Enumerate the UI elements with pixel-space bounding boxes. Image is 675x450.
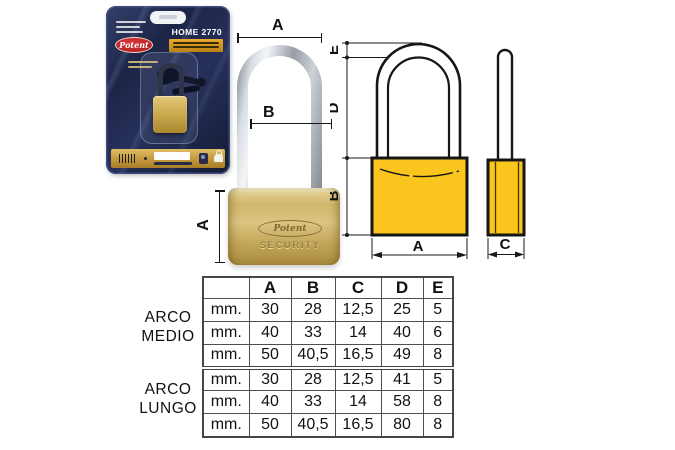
value-cell: 12,5: [334, 365, 382, 391]
mini-padlock-body: [153, 96, 187, 133]
label-area: [154, 152, 190, 160]
brand-logo: Potent: [115, 37, 153, 53]
value-cell: 25: [380, 298, 424, 322]
value-cell: 16,5: [334, 344, 382, 368]
header-cell: B: [290, 276, 336, 299]
value-cell: 5: [422, 298, 454, 322]
photo-shackle-hole: [248, 56, 311, 195]
fine-print-lines: [116, 21, 146, 36]
dim-label-a-top: A: [272, 17, 284, 34]
unit-cell: mm.: [202, 390, 250, 414]
value-cell: 30: [248, 365, 292, 391]
dim-line-a-side: [215, 190, 225, 263]
dim-label-b: B: [263, 104, 275, 121]
model-label: HOME 2770: [171, 27, 222, 37]
side-view-drawing: C: [486, 48, 526, 259]
section-label-arco-medio: ARCO MEDIO: [141, 309, 195, 346]
front-view-drawing: E D B A: [330, 41, 469, 259]
dot-icon: [144, 157, 147, 160]
header-cell: C: [334, 276, 382, 299]
drawn-shackle-inner: [386, 56, 451, 159]
unit-cell: mm.: [202, 365, 250, 391]
value-cell: 40: [248, 390, 292, 414]
hang-tab: [150, 11, 186, 24]
value-cell: 6: [422, 321, 454, 345]
unit-cell: mm.: [202, 344, 250, 368]
value-cell: 40,5: [290, 344, 336, 368]
value-cell: 30: [248, 298, 292, 322]
dim-label-a-side: A: [194, 219, 212, 231]
mini-padlock-shackle: [158, 63, 184, 100]
dim-label-a: A: [413, 238, 424, 255]
header-cell: A: [248, 276, 292, 299]
value-cell: 5: [422, 365, 454, 391]
unit-cell: mm.: [202, 413, 250, 437]
value-cell: 41: [380, 365, 424, 391]
value-cell: 8: [422, 413, 454, 437]
value-cell: 40,5: [290, 413, 336, 437]
info-box: [169, 39, 223, 52]
value-cell: 80: [380, 413, 424, 437]
barcode-icon: [119, 154, 135, 163]
value-cell: 14: [334, 390, 382, 414]
value-cell: 14: [334, 321, 382, 345]
value-cell: 28: [290, 298, 336, 322]
dim-label-c: C: [500, 236, 511, 253]
value-cell: 33: [290, 390, 336, 414]
table-header-row: A B C D E: [202, 276, 454, 299]
padlock-icon: [199, 153, 208, 164]
bell-icon: [214, 150, 223, 162]
photo-security-text: SECURITY: [259, 240, 321, 251]
card-bottom-strip: [111, 149, 225, 168]
value-cell: 33: [290, 321, 336, 345]
value-cell: 8: [422, 390, 454, 414]
dim-line-b: [250, 119, 332, 129]
unit-cell: mm.: [202, 321, 250, 345]
header-cell: E: [422, 276, 454, 299]
dim-label-b: B: [330, 190, 342, 201]
value-cell: 40: [248, 321, 292, 345]
drawn-body: [370, 156, 469, 237]
value-cell: 49: [380, 344, 424, 368]
value-cell: 50: [248, 344, 292, 368]
package-card: HOME 2770 Potent: [106, 6, 230, 174]
value-cell: 28: [290, 365, 336, 391]
header-cell: [202, 276, 250, 299]
drawn-shackle-side: [496, 48, 514, 161]
section-label-arco-lungo: ARCO LUNGO: [139, 381, 197, 418]
value-cell: 8: [422, 344, 454, 368]
value-cell: 16,5: [334, 413, 382, 437]
label-text-bar: [154, 162, 192, 165]
unit-cell: mm.: [202, 298, 250, 322]
value-cell: 12,5: [334, 298, 382, 322]
value-cell: 40: [380, 321, 424, 345]
value-cell: 58: [380, 390, 424, 414]
photo-brand-logo: Potent: [258, 220, 322, 237]
dim-label-d: D: [330, 102, 342, 113]
dim-line-a-top: [237, 33, 322, 43]
body-curve-line: [379, 168, 460, 178]
header-cell: D: [380, 276, 424, 299]
dim-label-e: E: [330, 45, 342, 55]
value-cell: 50: [248, 413, 292, 437]
